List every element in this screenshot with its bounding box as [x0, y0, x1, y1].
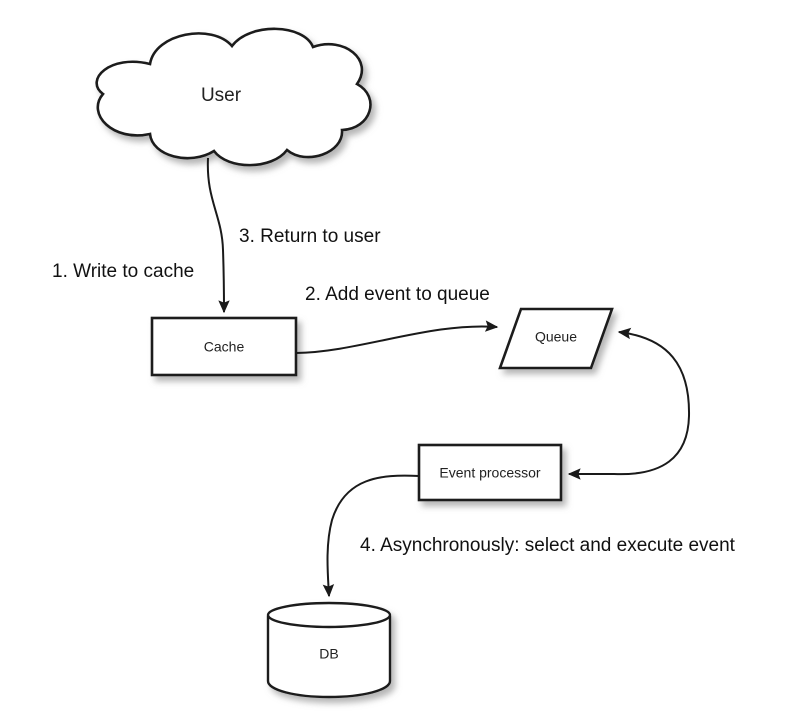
- node-label-db: DB: [319, 646, 338, 662]
- cache-shape: [150, 316, 298, 377]
- node-user[interactable]: User: [95, 27, 372, 167]
- node-queue[interactable]: Queue: [498, 307, 614, 370]
- node-label-user: User: [201, 85, 242, 106]
- db-body-shape: [266, 615, 392, 699]
- edge-eventprocessor-to-db: [322, 474, 420, 598]
- node-label-event-processor: Event processor: [439, 465, 540, 481]
- edge-queue-eventprocessor-loop: [567, 327, 691, 480]
- node-cache[interactable]: Cache: [150, 316, 298, 377]
- node-event-processor[interactable]: Event processor: [417, 443, 563, 502]
- node-label-cache: Cache: [204, 339, 245, 355]
- cloud-shape: [95, 27, 372, 167]
- edge-cache-to-queue: [295, 320, 499, 354]
- db-top-ellipse: [266, 601, 392, 629]
- step-label-1: 1. Write to cache: [52, 261, 194, 282]
- step-label-4: 4. Asynchronously: select and execute ev…: [360, 535, 736, 556]
- node-label-queue: Queue: [535, 329, 577, 345]
- event-processor-shape: [417, 443, 563, 502]
- step-label-2: 2. Add event to queue: [305, 284, 490, 305]
- step-label-3: 3. Return to user: [239, 226, 381, 247]
- node-db[interactable]: DB: [266, 601, 392, 699]
- edge-user-to-cache: [206, 157, 230, 314]
